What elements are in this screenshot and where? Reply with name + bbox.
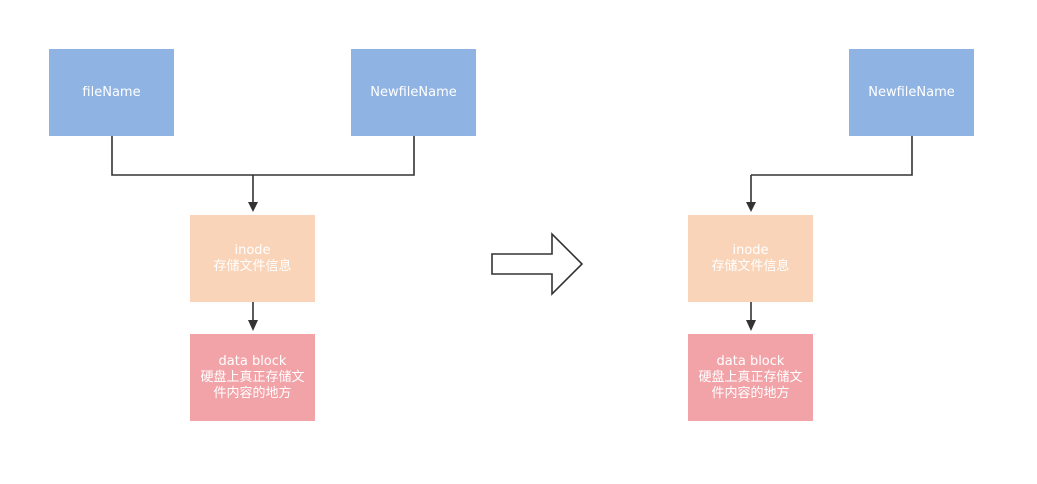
left-filename-box: fileName [49, 49, 174, 136]
right-inode-box: inode 存储文件信息 [688, 215, 813, 302]
right-inode-title: inode [732, 242, 769, 258]
right-datablock-line2: 件内容的地方 [711, 385, 790, 401]
left-filename-label: fileName [82, 84, 141, 100]
right-newfilename-label: NewfileName [868, 84, 955, 100]
left-newfilename-label: NewfileName [370, 84, 457, 100]
left-datablock-line2: 件内容的地方 [213, 385, 292, 401]
left-newfilename-connector [253, 135, 415, 176]
left-inode-desc: 存储文件信息 [213, 258, 292, 274]
right-datablock-line1: 硬盘上真正存储文 [698, 369, 803, 385]
left-newfilename-box: NewfileName [351, 49, 476, 136]
left-filename-connector [111, 135, 253, 176]
right-inode-desc: 存储文件信息 [711, 258, 790, 274]
right-newfilename-box: NewfileName [849, 49, 974, 136]
left-inode-title: inode [234, 242, 271, 258]
right-datablock-title: data block [716, 353, 785, 369]
left-datablock-title: data block [218, 353, 287, 369]
left-inode-box: inode 存储文件信息 [190, 215, 315, 302]
left-datablock-line1: 硬盘上真正存储文 [200, 369, 305, 385]
right-newfilename-connector [751, 135, 913, 176]
right-datablock-box: data block 硬盘上真正存储文 件内容的地方 [688, 334, 813, 421]
left-datablock-box: data block 硬盘上真正存储文 件内容的地方 [190, 334, 315, 421]
transition-arrow-icon [491, 232, 584, 296]
